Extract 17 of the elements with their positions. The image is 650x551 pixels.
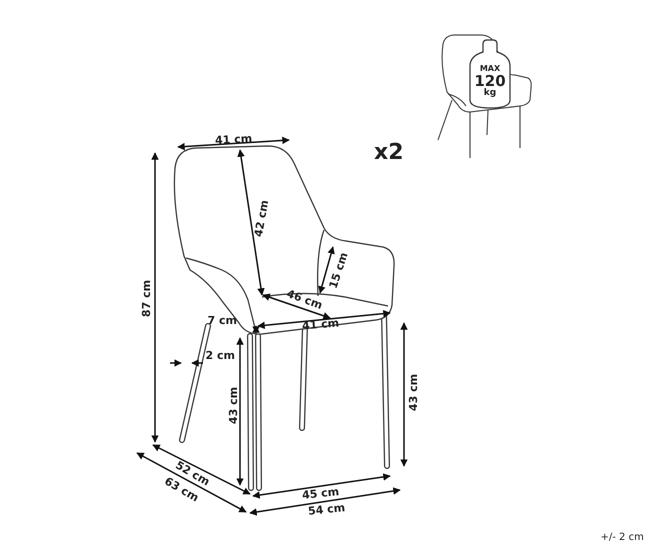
dimension-label: 7 cm — [208, 314, 237, 326]
dimension-label: 41 cm — [301, 316, 340, 332]
dimension-label: 42 cm — [252, 198, 270, 238]
dimension-label: 41 cm — [214, 132, 252, 146]
dimension-label: 87 cm — [140, 279, 152, 317]
dimension-label: 54 cm — [307, 502, 346, 516]
tolerance-note: +/- 2 cm — [600, 533, 644, 543]
dimension-label: 43 cm — [228, 386, 239, 424]
dimension-label: 46 cm — [284, 287, 324, 311]
quantity-label: x2 — [374, 142, 404, 164]
weight-limit-text: MAX — [480, 65, 500, 74]
dimension-label: 2 cm — [206, 350, 235, 360]
dimension-label: 15 cm — [327, 250, 350, 290]
dimension-label: 45 cm — [301, 486, 340, 500]
weight-limit-text: kg — [484, 89, 496, 99]
weight-limit-text: 120 — [474, 74, 506, 90]
dimension-label: 43 cm — [408, 373, 419, 411]
